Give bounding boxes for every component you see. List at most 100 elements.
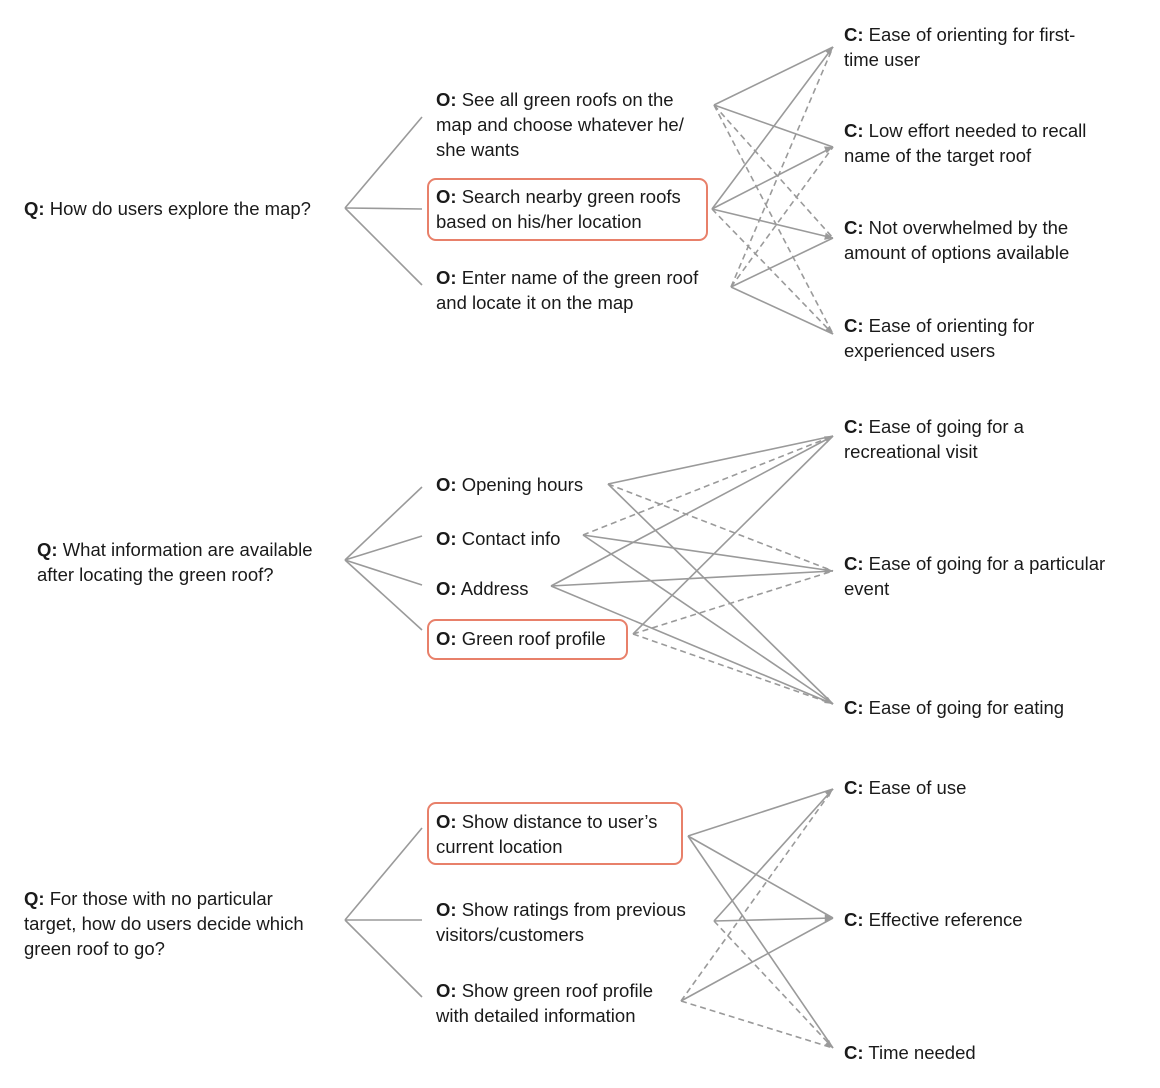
criterion-text-line: Ease of going for a <box>868 416 1024 437</box>
positive-link-line <box>711 208 834 239</box>
option-prefix: O: <box>436 980 457 1001</box>
negative-link-line <box>632 633 834 705</box>
criterion-text-line: Effective reference <box>868 909 1023 930</box>
positive-link-line <box>632 435 834 635</box>
criterion-prefix: C: <box>844 1042 864 1063</box>
option-1-1: O: See all green roofs on the map and ch… <box>436 87 684 162</box>
positive-link-line <box>550 435 834 587</box>
positive-link-line <box>730 237 834 288</box>
positive-link-line <box>680 917 834 1002</box>
option-text-line: she wants <box>436 139 520 160</box>
arrowhead <box>824 146 833 154</box>
criterion-2-2: C: Ease of going for a particular event <box>844 551 1105 601</box>
arrowhead <box>824 696 833 704</box>
criterion-prefix: C: <box>844 697 864 718</box>
criterion-prefix: C: <box>844 315 864 336</box>
question-1-text: How do users explore the map? <box>49 198 311 219</box>
positive-link-line <box>713 917 834 922</box>
option-text-line: Green roof profile <box>461 628 606 649</box>
option-text-line: Opening hours <box>461 474 584 495</box>
option-prefix: O: <box>436 89 457 110</box>
question-branch-line <box>344 919 423 998</box>
criterion-prefix: C: <box>844 416 864 437</box>
option-2-2: O: Contact info <box>436 526 560 551</box>
negative-link-line <box>713 104 834 335</box>
positive-link-line <box>687 835 834 919</box>
question-2-prefix: Q: <box>37 539 58 560</box>
criterion-2-1: C: Ease of going for a recreational visi… <box>844 414 1024 464</box>
criterion-1-1: C: Ease of orienting for first- time use… <box>844 22 1075 72</box>
question-1: Q: How do users explore the map? <box>24 196 311 221</box>
criterion-prefix: C: <box>844 217 864 238</box>
negative-link-line <box>632 570 834 635</box>
positive-link-line <box>730 286 834 335</box>
arrowhead <box>824 567 833 575</box>
option-prefix: O: <box>436 186 457 207</box>
criterion-1-2: C: Low effort needed to recall name of t… <box>844 118 1086 168</box>
criterion-text-line: event <box>844 578 890 599</box>
option-prefix: O: <box>436 628 457 649</box>
negative-link-line <box>713 920 834 1049</box>
criterion-text-line: Ease of orienting for <box>868 315 1035 336</box>
option-3-2: O: Show ratings from previous visitors/c… <box>436 897 686 947</box>
question-3-text-line: For those with no particular <box>49 888 273 909</box>
option-3-1: O: Show distance to user’s current locat… <box>436 809 657 859</box>
option-text-line: Enter name of the green roof <box>461 267 699 288</box>
question-branch-line <box>344 535 423 561</box>
option-highlight-box <box>427 178 708 241</box>
option-prefix: O: <box>436 528 457 549</box>
criterion-3-2: C: Effective reference <box>844 907 1023 932</box>
criterion-prefix: C: <box>844 553 864 574</box>
question-2-text-line: What information are available <box>62 539 313 560</box>
question-3-text-line: target, how do users decide which <box>24 913 304 934</box>
positive-link-line <box>550 585 834 705</box>
positive-link-line <box>582 534 834 705</box>
positive-link-line <box>607 483 834 705</box>
negative-link-line <box>582 435 834 536</box>
criterion-prefix: C: <box>844 777 864 798</box>
criterion-prefix: C: <box>844 909 864 930</box>
question-branch-line <box>344 207 423 286</box>
criterion-text-line: Low effort needed to recall <box>868 120 1087 141</box>
option-text-line: Search nearby green roofs <box>461 186 681 207</box>
option-prefix: O: <box>436 899 457 920</box>
arrowhead <box>824 325 833 334</box>
criterion-3-3: C: Time needed <box>844 1040 976 1065</box>
question-3-text-line: green roof to go? <box>24 938 165 959</box>
positive-link-line <box>711 146 834 210</box>
criterion-text-line: experienced users <box>844 340 996 361</box>
positive-link-line <box>687 788 834 837</box>
option-2-3: O: Address <box>436 576 529 601</box>
arrowhead <box>824 232 833 240</box>
arrowhead <box>824 1039 833 1048</box>
option-text-line: Show distance to user’s <box>461 811 658 832</box>
option-text-line: Address <box>460 578 529 599</box>
question-1-prefix: Q: <box>24 198 45 219</box>
question-branch-line <box>344 116 423 209</box>
criterion-text-line: Ease of orienting for first- <box>868 24 1076 45</box>
criterion-1-3: C: Not overwhelmed by the amount of opti… <box>844 215 1069 265</box>
criterion-prefix: C: <box>844 24 864 45</box>
positive-link-line <box>713 788 834 922</box>
option-text-line: with detailed information <box>436 1005 636 1026</box>
criterion-text-line: Ease of going for eating <box>868 697 1065 718</box>
option-text-line: current location <box>436 836 563 857</box>
negative-link-line <box>730 146 834 288</box>
criterion-prefix: C: <box>844 120 864 141</box>
option-1-3: O: Enter name of the green roof and loca… <box>436 265 698 315</box>
positive-link-line <box>711 46 834 210</box>
option-text-line: and locate it on the map <box>436 292 634 313</box>
positive-link-line <box>607 435 834 485</box>
option-2-4: O: Green roof profile <box>436 626 606 651</box>
positive-link-line <box>550 570 834 587</box>
criterion-text-line: Ease of going for a particular <box>868 553 1106 574</box>
question-branch-line <box>344 486 423 561</box>
negative-link-line <box>680 788 834 1002</box>
negative-link-line <box>711 208 834 335</box>
question-3-prefix: Q: <box>24 888 45 909</box>
arrowhead <box>824 914 833 922</box>
option-1-2: O: Search nearby green roofs based on hi… <box>436 184 681 234</box>
criterion-text-line: name of the target roof <box>844 145 1032 166</box>
positive-link-line <box>582 534 834 572</box>
